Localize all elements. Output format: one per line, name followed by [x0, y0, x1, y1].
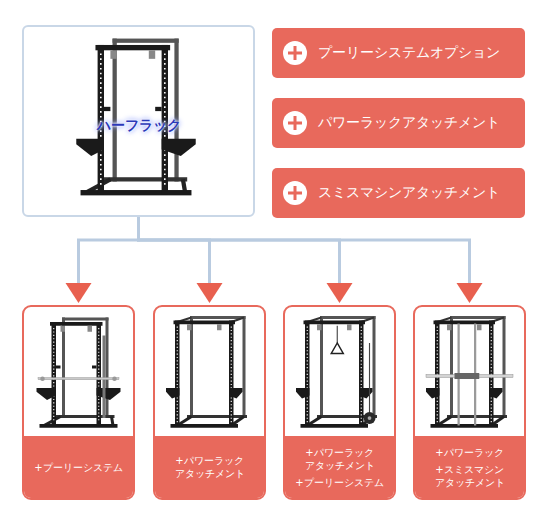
half-rack-figure [37, 318, 121, 428]
caption-band: +プーリーシステム [24, 436, 133, 498]
branch-arrow [139, 217, 223, 303]
combination-box: +パワーラック +スミスマシン アタッチメント [413, 305, 526, 500]
branch-arrow [66, 217, 139, 303]
connector-line [79, 217, 139, 283]
option-button: スミスマシンアタッチメント [272, 168, 525, 218]
arrow-head [197, 283, 223, 303]
branch-arrow [139, 217, 483, 303]
connector-line [139, 217, 210, 283]
combination-box: +プーリーシステム [22, 305, 135, 500]
plus-icon [282, 110, 308, 136]
combination-label: +パワーラック アタッチメント [159, 454, 260, 480]
power-rack-figure [296, 316, 377, 428]
branch-arrow [139, 217, 353, 303]
option-label: スミスマシンアタッチメント [318, 184, 500, 202]
smith-machine-figure [426, 324, 513, 426]
arrow-head [327, 283, 353, 303]
option-button: パワーラックアタッチメント [272, 98, 525, 148]
option-button: プーリーシステムオプション [272, 28, 525, 78]
arrow-head [457, 283, 483, 303]
combination-label: +スミスマシン アタッチメント [419, 463, 520, 489]
plus-icon [282, 40, 308, 66]
combination-box: +パワーラック アタッチメント +プーリーシステム [283, 305, 396, 500]
option-label: パワーラックアタッチメント [318, 114, 500, 132]
product-name: ハーフラック [95, 116, 183, 136]
combination-label: +パワーラック アタッチメント [289, 446, 390, 472]
option-label: プーリーシステムオプション [318, 44, 500, 62]
caption-band: +パワーラック +スミスマシン アタッチメント [415, 436, 524, 498]
base-product-box: ハーフラック [22, 25, 255, 217]
combination-label: +プーリーシステム [295, 476, 383, 489]
plus-icon [282, 180, 308, 206]
combination-label: +プーリーシステム [34, 461, 122, 474]
connector-line [139, 217, 470, 283]
arrow-head [66, 283, 92, 303]
caption-band: +パワーラック アタッチメント +プーリーシステム [285, 436, 394, 498]
half-rack-figure [76, 39, 195, 196]
power-rack-figure [426, 316, 507, 428]
combination-label: +パワーラック [435, 446, 503, 459]
combination-box: +パワーラック アタッチメント [153, 305, 266, 500]
caption-band: +パワーラック アタッチメント [155, 436, 264, 498]
pulley-figure [331, 326, 375, 424]
connector-line [139, 217, 340, 283]
pulley-figure [38, 336, 119, 419]
power-rack-figure [166, 316, 247, 428]
